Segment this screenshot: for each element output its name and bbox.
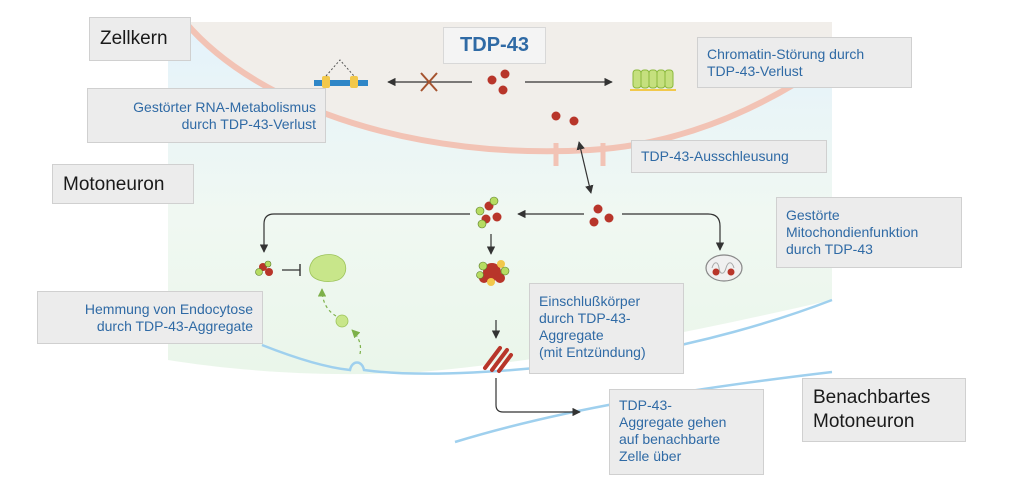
arrow-to-rna xyxy=(387,72,472,92)
arrow-to-endocytosis-complex xyxy=(259,213,470,253)
inhibition-line xyxy=(282,264,301,276)
annotation-mito-line3: durch TDP-43 xyxy=(786,241,873,257)
endosome-icon xyxy=(309,254,347,282)
annotation-mitochondria: Gestörte Mitochondienfunktion durch TDP-… xyxy=(776,197,962,268)
chromatin-icon xyxy=(630,69,676,91)
label-nucleus: Zellkern xyxy=(89,17,191,61)
tdp43-aggregate-icon xyxy=(476,260,510,286)
vesicle-icon xyxy=(335,314,349,328)
annotation-chromatin-line2: TDP-43-Verlust xyxy=(707,63,803,79)
annotation-export: TDP-43-Ausschleusung xyxy=(631,140,827,173)
annotation-spread-line4: Zelle über xyxy=(619,448,682,464)
label-nucleus-text: Zellkern xyxy=(100,28,168,49)
label-motoneuron: Motoneuron xyxy=(52,164,194,204)
mitochondrion-icon xyxy=(705,254,743,282)
tdp43-protein-export xyxy=(551,111,579,126)
arrow-to-neighbor xyxy=(495,378,581,417)
annotation-mito-line1: Gestörte xyxy=(786,207,840,223)
annotation-mito-line2: Mitochondienfunktion xyxy=(786,224,919,240)
label-motoneuron-text: Motoneuron xyxy=(63,174,165,195)
tdp43-protein-nucleus xyxy=(487,69,510,95)
annotation-spread: TDP-43- Aggregate gehen auf benachbarte … xyxy=(609,389,764,475)
annotation-inclusion-line4: (mit Entzündung) xyxy=(539,344,646,360)
ubiquitinated-tdp43-icon xyxy=(475,196,502,229)
annotation-rna-line1: Gestörter RNA-Metabolismus xyxy=(133,99,316,115)
tdp43-fibril-icon xyxy=(483,346,513,373)
annotation-export-line1: TDP-43-Ausschleusung xyxy=(641,148,789,164)
dashed-arrow-membrane xyxy=(351,329,362,355)
tdp43-ubiquitin-complex-icon xyxy=(255,260,273,276)
nuclear-pore xyxy=(553,143,606,166)
rna-strand-icon xyxy=(314,59,368,88)
annotation-chromatin: Chromatin-Störung durch TDP-43-Verlust xyxy=(697,37,912,88)
annotation-chromatin-line1: Chromatin-Störung durch xyxy=(707,46,865,62)
annotation-spread-line3: auf benachbarte xyxy=(619,431,721,447)
annotation-endocytosis: Hemmung von Endocytose durch TDP-43-Aggr… xyxy=(37,291,263,344)
arrow-to-mitochondrion xyxy=(622,213,725,251)
annotation-rna: Gestörter RNA-Metabolismus durch TDP-43-… xyxy=(87,88,326,143)
annotation-inclusion-line1: Einschlußkörper xyxy=(539,293,641,309)
annotation-inclusion-line3: Aggregate xyxy=(539,327,604,343)
arrow-export xyxy=(576,141,594,194)
diagram-title: TDP-43 xyxy=(443,27,546,64)
annotation-rna-line2: durch TDP-43-Verlust xyxy=(181,116,316,132)
annotation-inclusion: Einschlußkörper durch TDP-43- Aggregate … xyxy=(529,283,684,374)
tdp43-protein-cytoplasm xyxy=(589,204,614,227)
annotation-endocytosis-line1: Hemmung von Endocytose xyxy=(84,301,253,317)
label-neighbor-line2: Motoneuron xyxy=(813,411,915,432)
annotation-inclusion-line2: durch TDP-43- xyxy=(539,310,631,326)
annotation-endocytosis-line2: durch TDP-43-Aggregate xyxy=(96,318,253,334)
dashed-arrow-up xyxy=(317,288,337,317)
label-neighbor-line1: Benachbartes xyxy=(813,387,931,408)
annotation-spread-line2: Aggregate gehen xyxy=(619,414,727,430)
annotation-spread-line1: TDP-43- xyxy=(619,397,672,413)
label-neighbor: Benachbartes Motoneuron xyxy=(802,378,966,442)
